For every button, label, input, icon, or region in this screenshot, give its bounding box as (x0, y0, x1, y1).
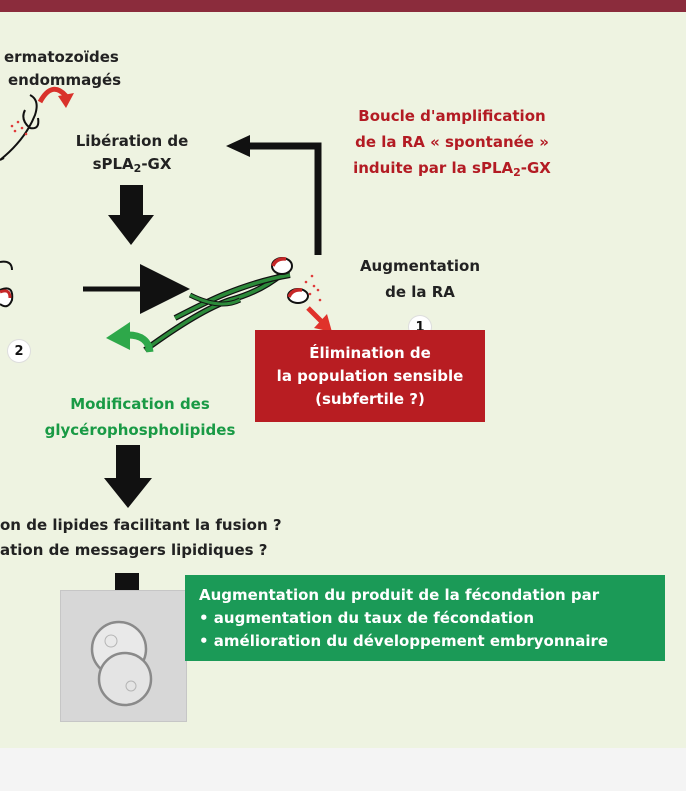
modification-line2: glycérophospholipides (44, 421, 236, 439)
curved-red-arrow (37, 86, 68, 104)
lipids-line2: ation de messagers lipidiques ? (0, 541, 268, 559)
sperm-left-edge (0, 157, 5, 161)
release-label-line1: Libération de (75, 132, 189, 150)
green-curved-arrow (127, 331, 154, 353)
elimination-line3: (subfertile ?) (315, 389, 425, 408)
embryo-cells-icon (61, 591, 186, 721)
badge-2: 2 (8, 340, 30, 362)
sperm-cells-icon (143, 257, 322, 353)
damaged-sperm-label-line1: ermatozoïdes (4, 48, 119, 66)
down-arrow-release (108, 185, 154, 245)
damaged-sperm-label-line2: endommagés (8, 71, 122, 89)
down-arrow-modification (104, 445, 152, 508)
left-sperm-icon (0, 260, 14, 308)
amplification-loop-line2: de la RA « spontanée » (355, 133, 549, 151)
elimination-box: Élimination de la population sensible (s… (255, 330, 485, 422)
outcome-line1: Augmentation du produit de la fécondatio… (199, 585, 600, 604)
modification-line1: Modification des (70, 395, 210, 413)
amplification-loop-arrow (248, 142, 322, 255)
ra-increase-line2: de la RA (385, 283, 455, 301)
embryo-image (60, 590, 187, 722)
amplification-loop-line3: induite par la sPLA2-GX (353, 159, 551, 179)
amplification-loop-line1: Boucle d'amplification (358, 107, 546, 125)
elimination-line1: Élimination de (309, 343, 431, 362)
bottom-strip (0, 748, 686, 791)
elimination-arrow-head (314, 314, 332, 332)
diagram-panel: ermatozoïdes endommagés Libération de sP… (0, 0, 686, 748)
elimination-arrow (306, 306, 324, 324)
damaged-sperm-icon (0, 94, 40, 161)
outcome-line3: • amélioration du développement embryonn… (199, 631, 609, 650)
amplification-loop-arrow-head (226, 135, 250, 157)
curved-red-arrow-head (58, 93, 74, 108)
release-label-line2: sPLA2-GX (92, 155, 172, 175)
green-curved-arrow-head (106, 322, 130, 350)
diagram-graphics (0, 86, 332, 620)
outcome-box: Augmentation du produit de la fécondatio… (185, 575, 665, 661)
ra-increase-line1: Augmentation (359, 257, 481, 275)
outcome-line2: • augmentation du taux de fécondation (199, 608, 535, 627)
elimination-line2: la population sensible (276, 366, 464, 385)
lipids-line1: on de lipides facilitant la fusion ? (0, 516, 282, 534)
top-bar (0, 0, 686, 12)
